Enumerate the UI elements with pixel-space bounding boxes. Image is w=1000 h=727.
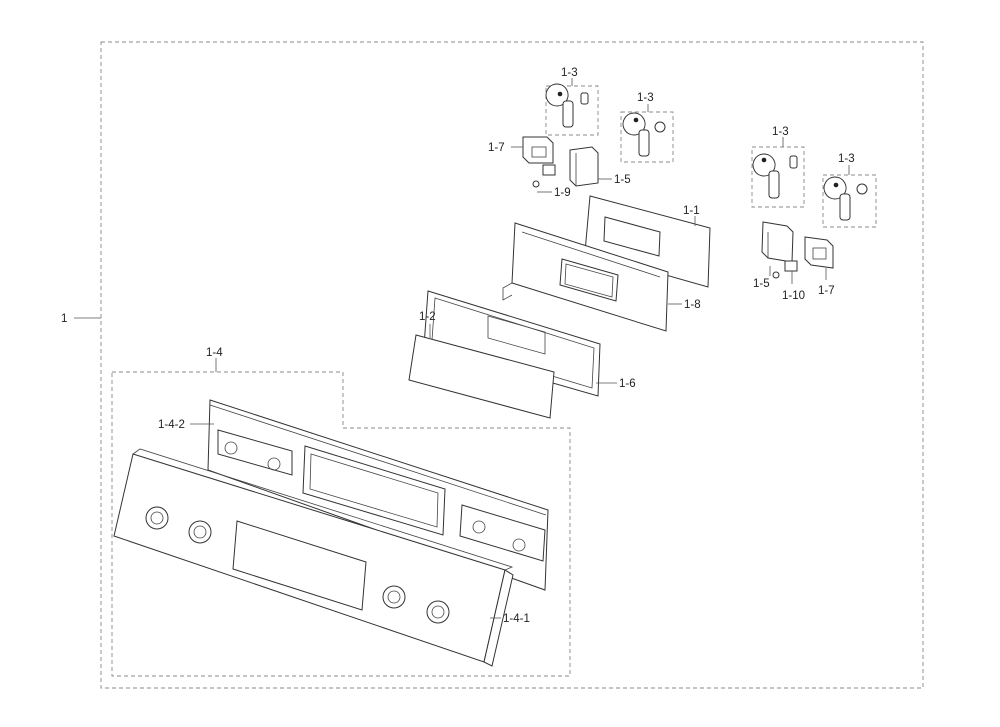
panel-back <box>190 399 549 591</box>
label-knob-group-b: 1-3 <box>637 92 654 104</box>
switch-left <box>569 146 612 187</box>
spring-left <box>532 164 556 193</box>
front-knob-1 <box>145 506 169 530</box>
label-assembly: 1 <box>61 313 67 325</box>
knob-group-d <box>822 165 877 228</box>
panel-front <box>113 448 514 667</box>
front-knob-2 <box>188 520 212 544</box>
spring-right <box>784 260 798 284</box>
label-spring-left: 1-9 <box>554 187 571 199</box>
label-window: 1-2 <box>419 311 436 323</box>
bracket-left <box>511 136 554 164</box>
knob-group-a <box>545 78 599 136</box>
front-knob-3 <box>382 585 406 609</box>
panel-assembly-boundary <box>111 371 571 677</box>
label-pcb: 1-1 <box>683 205 700 217</box>
frame <box>423 290 617 397</box>
knob-group-b <box>620 104 674 163</box>
label-bracket-right: 1-7 <box>818 285 835 297</box>
label-switch-left: 1-5 <box>614 174 631 186</box>
label-switch-right: 1-5 <box>753 278 770 290</box>
window <box>408 324 555 419</box>
label-panel-back: 1-4-2 <box>158 419 185 431</box>
label-bracket-left: 1-7 <box>488 142 505 154</box>
label-frame: 1-6 <box>619 378 636 390</box>
board-bracket <box>502 222 682 332</box>
label-knob-group-c: 1-3 <box>772 126 789 138</box>
label-board-bracket: 1-8 <box>684 299 701 311</box>
front-display-window <box>232 520 367 611</box>
assembly-boundary <box>100 41 924 689</box>
front-knob-4 <box>426 600 450 624</box>
label-panel-assembly: 1-4 <box>206 347 223 359</box>
pcb <box>584 195 711 288</box>
knob-group-c <box>751 137 805 208</box>
label-knob-group-a: 1-3 <box>561 67 578 79</box>
label-knob-group-d: 1-3 <box>838 153 855 165</box>
bracket-right <box>804 236 834 280</box>
label-spring-right: 1-10 <box>782 290 805 302</box>
label-panel-front: 1-4-1 <box>503 613 530 625</box>
